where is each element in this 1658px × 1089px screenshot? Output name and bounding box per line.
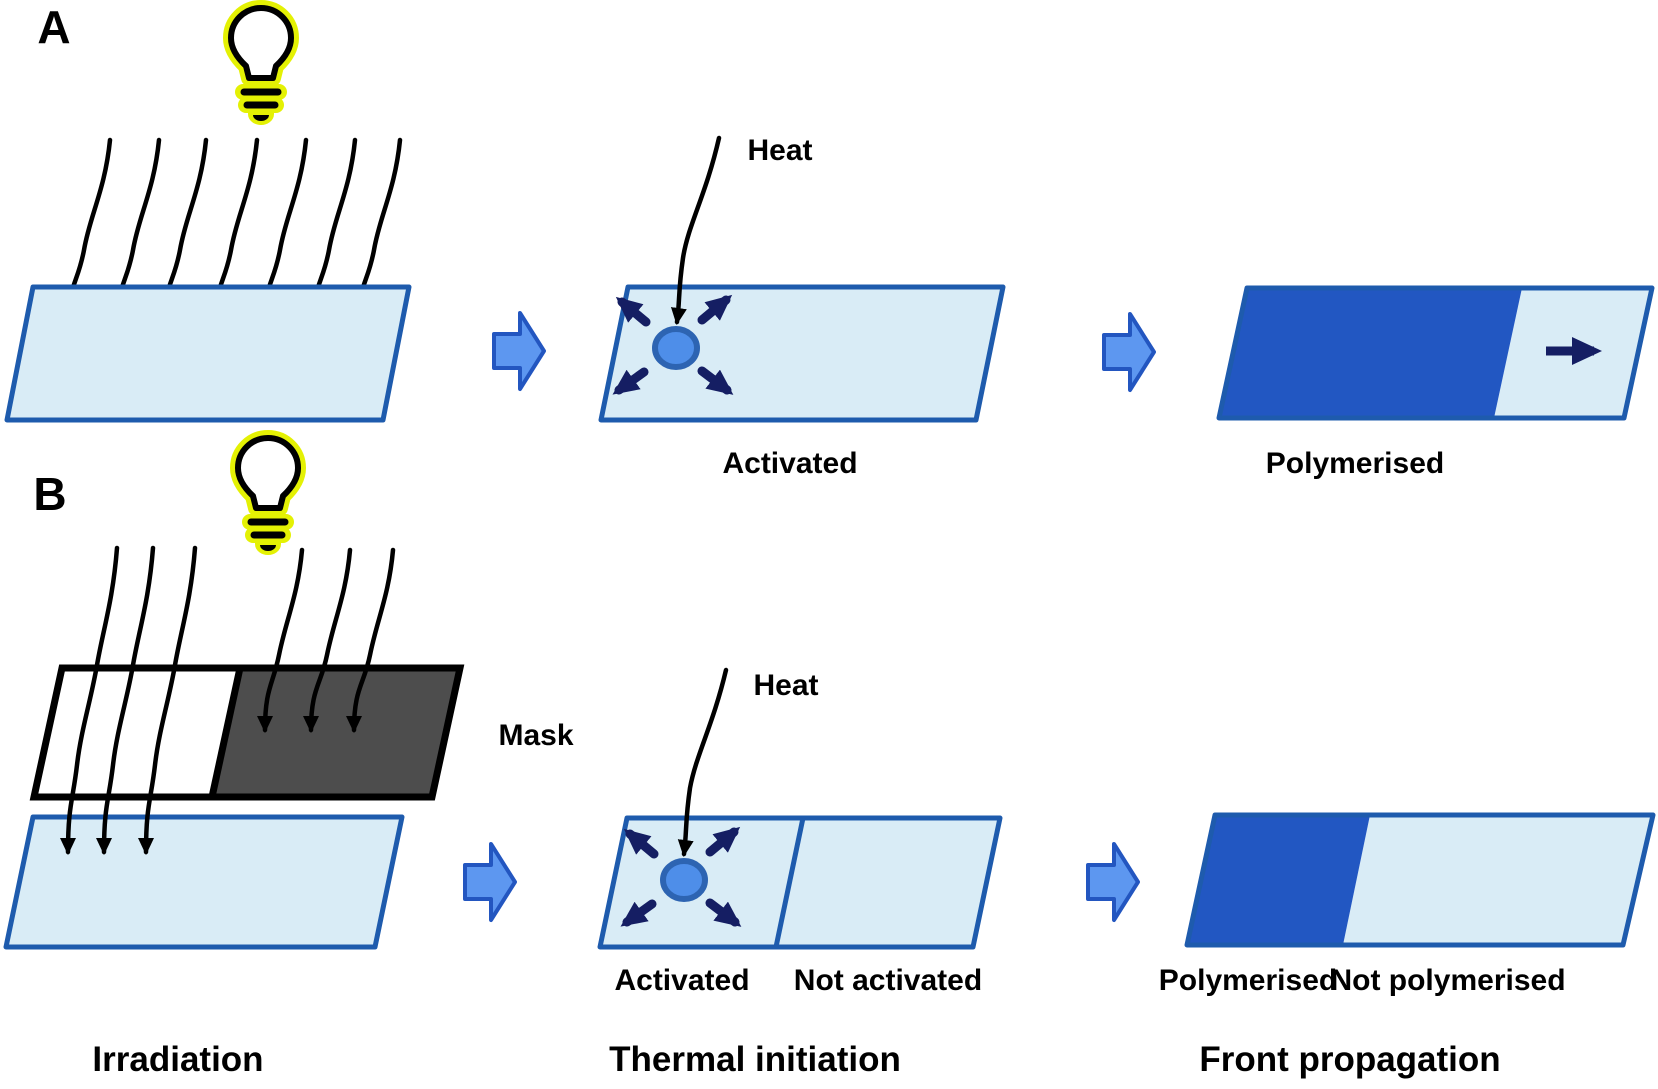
polymerised-label-b: Polymerised [1159,964,1337,997]
substrate-thermal-b [597,667,1003,950]
substrate-outline [1216,285,1655,421]
substrate-irradiation-a [4,284,412,423]
mask-open-region [34,668,240,797]
process-arrow-icon [463,842,517,922]
activation-divider [773,817,806,948]
light-rays-b [60,545,396,855]
mask-opaque-region [212,668,460,797]
heat-spread-arrows [620,826,742,927]
not-polymerised-label-b: Not polymerised [1330,964,1565,997]
spread-arrow-up-right-icon [705,826,741,857]
spread-arrow-down-right-icon [705,898,742,927]
light-ray-blocked [257,547,305,733]
light-ray-blocked [346,547,396,733]
polymerised-region [1219,288,1522,418]
polymerised-region [1187,815,1370,945]
light-ray-blocked [303,547,353,733]
light-bulb-icon [230,430,306,555]
stage-label-irradiation: Irradiation [92,1040,263,1079]
panel-b-label: B [33,468,66,520]
heat-label-a: Heat [747,134,812,167]
substrate-irradiation-b [3,814,405,950]
bulb-outline [235,435,301,511]
heat-initiation-a [612,135,734,395]
heat-label-b: Heat [753,669,818,702]
spread-arrow-up-left-icon [615,296,651,327]
bulb-outline [228,5,294,81]
mask-outline [29,664,465,801]
spread-arrow-down-right-icon [697,366,734,395]
polymerised-label-a: Polymerised [1266,447,1444,480]
heat-arrow [677,667,729,857]
spread-arrow-down-left-icon [612,367,649,395]
spread-arrow-down-left-icon [620,899,657,927]
activated-label-a: Activated [722,447,857,480]
photomask [29,664,465,801]
activated-label-b: Activated [614,964,749,997]
heat-arrow [670,135,722,325]
process-arrow-icon [492,311,546,391]
light-bulb-icon [223,0,299,125]
spread-arrow-up-left-icon [623,828,659,859]
mask-label: Mask [498,719,573,752]
panel-a-label: A [37,1,70,53]
light-ray-transmitted [138,545,198,855]
substrate-outline [597,815,1003,950]
substrate-front-a [1216,285,1655,421]
substrate-front-b [1184,812,1656,948]
hotspot [660,858,708,902]
light-ray-transmitted [60,545,120,855]
not-polymerised-region [1343,815,1653,945]
hotspot [652,326,700,370]
process-arrow-icon [1102,312,1156,392]
light-ray-transmitted [96,545,156,855]
substrate-outline [1184,812,1656,948]
stage-label-thermal-initiation: Thermal initiation [609,1040,901,1079]
heat-spread-arrows [612,294,734,395]
process-arrow-icon [1086,842,1140,922]
spread-arrow-up-right-icon [697,294,733,325]
stage-label-front-propagation: Front propagation [1199,1040,1500,1079]
not-activated-label-b: Not activated [794,964,982,997]
